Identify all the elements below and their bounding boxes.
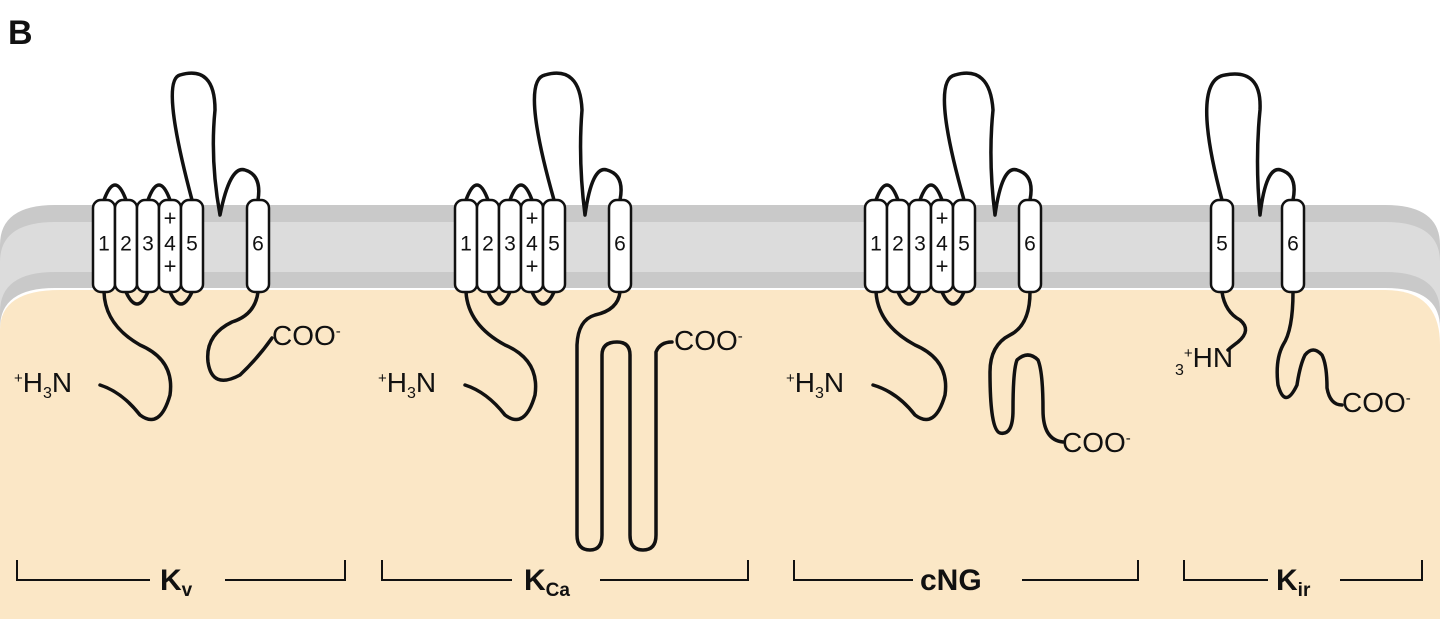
- kca-polypeptide-loops: [464, 71, 623, 306]
- segment-5-label: 5: [186, 233, 198, 256]
- kv-n-terminal-tail: [98, 290, 173, 422]
- segment-3-label: 3: [504, 233, 516, 256]
- c-terminus-label: COO-: [1062, 427, 1131, 458]
- family-bracket: [793, 560, 1139, 581]
- segment-5-label: 5: [958, 233, 970, 256]
- family-label: cNG: [920, 564, 982, 597]
- family-label: Kir: [1276, 564, 1311, 601]
- segment-5-helix: [951, 198, 977, 294]
- n-terminus-label: +H3N: [786, 367, 844, 402]
- voltage-sensor-charge-top: +: [164, 206, 177, 231]
- segment-2-label: 2: [892, 233, 904, 256]
- cng-c-terminal-tail: [988, 290, 1065, 444]
- kca-n-terminal-tail: [463, 290, 538, 422]
- segment-5-label: 5: [1216, 233, 1228, 256]
- segment-2-label: 2: [482, 233, 494, 256]
- channel-cng: 1 2 3 4 5 6 + + +H3N COO- cNG: [786, 71, 1139, 597]
- segment-5-helix: [541, 198, 567, 294]
- cng-n-terminal-tail: [871, 290, 948, 422]
- kv-polypeptide-loops: [102, 71, 261, 306]
- family-label: KCa: [524, 564, 570, 601]
- segment-6-helix: [245, 198, 271, 294]
- segment-1-label: 1: [98, 233, 110, 256]
- segment-4-label: 4: [164, 233, 176, 256]
- voltage-sensor-charge-top: +: [936, 206, 949, 231]
- segment-6-helix: [1017, 198, 1043, 294]
- segment-5-label: 5: [548, 233, 560, 256]
- kir-c-terminal-tail: [1275, 290, 1344, 407]
- n-terminus-label: +H3N: [378, 367, 436, 402]
- n-terminus-label: +H3N: [14, 367, 72, 402]
- c-terminus-label: COO-: [1342, 387, 1411, 418]
- family-label: Kv: [160, 564, 193, 601]
- segment-3-label: 3: [914, 233, 926, 256]
- segment-3-label: 3: [142, 233, 154, 256]
- membrane-core: [0, 222, 1440, 312]
- segment-6-helix: [1280, 198, 1306, 294]
- n-terminus-label: 3+HN: [1175, 342, 1233, 379]
- segment-6-label: 6: [252, 233, 264, 256]
- cytoplasm-background: [0, 290, 1440, 619]
- voltage-sensor-charge-bottom: +: [526, 254, 539, 279]
- segment-2-label: 2: [120, 233, 132, 256]
- c-terminus-label: COO-: [272, 320, 341, 351]
- segment-6-label: 6: [1024, 233, 1036, 256]
- kca-c-terminal-tail: [575, 290, 674, 552]
- channel-kca: 1 2 3 4 5 6 + + +H3N COO- KCa: [378, 71, 749, 601]
- segment-1-label: 1: [460, 233, 472, 256]
- voltage-sensor-charge-bottom: +: [164, 254, 177, 279]
- channel-kv: 1 2 3 4 5 6 + + +H3N COO- Kv: [14, 71, 346, 601]
- segment-4-label: 4: [936, 233, 948, 256]
- kir-polypeptide-loops: [1204, 72, 1296, 217]
- segment-4-label: 4: [526, 233, 538, 256]
- family-bracket: [16, 560, 346, 581]
- segment-6-label: 6: [1287, 233, 1299, 256]
- voltage-sensor-charge-top: +: [526, 206, 539, 231]
- panel-label: B: [8, 14, 33, 52]
- segment-6-helix: [607, 198, 633, 294]
- c-terminus-label: COO-: [674, 325, 743, 356]
- family-bracket: [1183, 560, 1423, 581]
- kir-n-terminal-tail: [1220, 290, 1248, 352]
- segment-5-helix: [179, 198, 205, 294]
- segment-5-helix: [1209, 198, 1235, 294]
- kv-c-terminal-tail: [205, 290, 274, 382]
- family-bracket: [381, 560, 749, 581]
- voltage-sensor-charge-bottom: +: [936, 254, 949, 279]
- channel-kir: 5 6 3+HN COO- Kir: [1175, 72, 1423, 601]
- cng-polypeptide-loops: [874, 71, 1033, 306]
- segment-6-label: 6: [614, 233, 626, 256]
- segment-1-label: 1: [870, 233, 882, 256]
